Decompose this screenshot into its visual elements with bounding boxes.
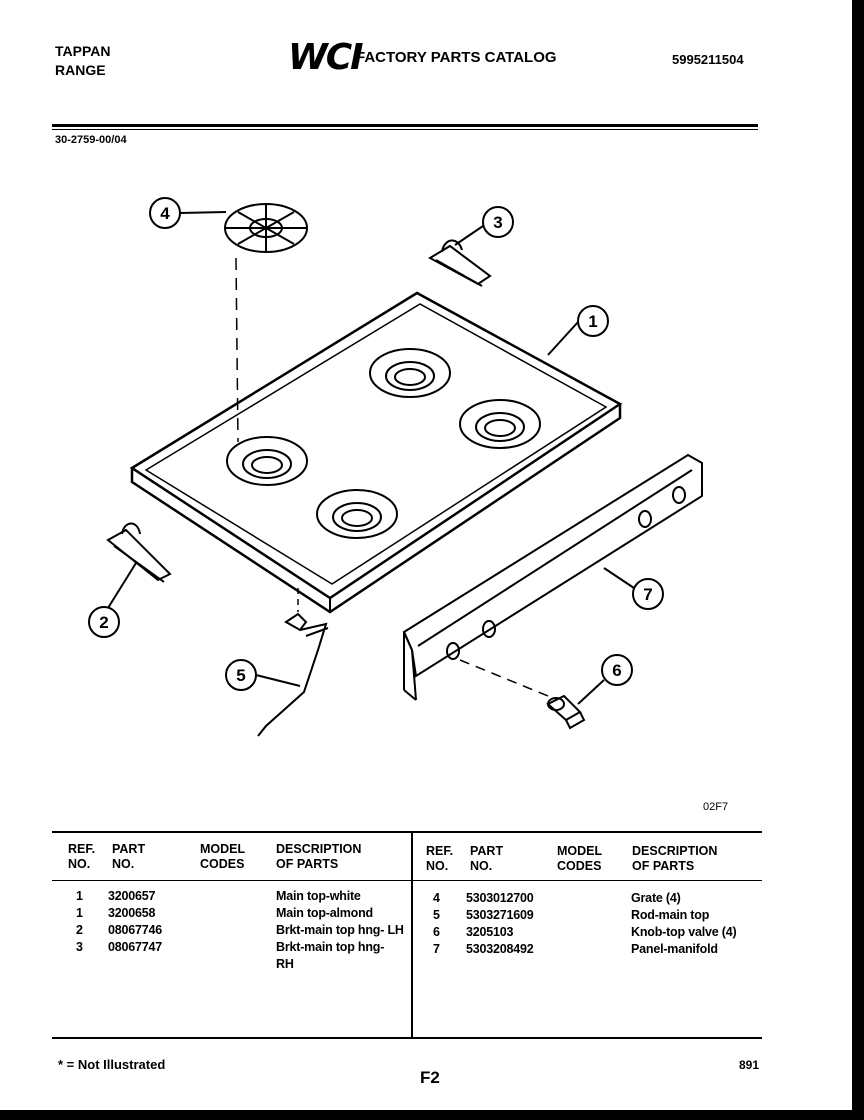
col-header-desc-right: DESCRIPTION OF PARTS — [632, 844, 718, 873]
col-header-ref: REF. NO. — [68, 842, 96, 871]
row-description: Rod-main top — [631, 908, 710, 922]
callout-4: 4 — [149, 197, 227, 229]
catalog-page: TAPPAN RANGE WCI FACTORY PARTS CATALOG 5… — [0, 0, 852, 1110]
svg-text:7: 7 — [643, 585, 652, 604]
manifold-panel-illustration — [402, 453, 703, 701]
figure-code: 02F7 — [703, 801, 728, 810]
col-header-part-right: PART NO. — [470, 844, 504, 873]
burner-front-right — [316, 489, 398, 539]
row-part-no: 3205103 — [466, 925, 514, 939]
row-part-no: 5303271609 — [466, 908, 534, 922]
row-ref: 6 — [433, 925, 440, 939]
row-description: Main top-white — [276, 889, 361, 903]
svg-text:1: 1 — [588, 312, 597, 331]
row-part-no: 08067747 — [108, 940, 163, 954]
row-ref: 1 — [76, 906, 83, 920]
callout-2: 2 — [88, 562, 137, 638]
header-rule — [52, 124, 758, 127]
page-number: F2 — [420, 1068, 440, 1087]
burner-front-left — [226, 436, 308, 486]
row-ref: 2 — [76, 923, 83, 937]
burner-back-left — [369, 348, 451, 398]
bracket-lh-illustration — [106, 522, 172, 583]
svg-text:3: 3 — [493, 213, 502, 232]
col-header-part: PART NO. — [112, 842, 146, 871]
row-description: Grate (4) — [631, 891, 681, 905]
row-description: Brkt-main top hng- — [276, 940, 385, 954]
table-header-rule — [52, 880, 762, 881]
catalog-number: 5995211504 — [672, 52, 744, 67]
callout-3: 3 — [454, 206, 514, 246]
col-header-model: MODEL CODES — [200, 842, 246, 871]
callout-1: 1 — [547, 305, 609, 356]
bracket-rh-illustration — [427, 239, 492, 287]
table-top-rule — [52, 831, 762, 833]
row-description: Main top-almond — [276, 906, 373, 920]
col-header-ref-right: REF. NO. — [426, 844, 454, 873]
row-description: Brkt-main top hng- LH — [276, 923, 404, 937]
svg-text:4: 4 — [160, 204, 170, 223]
knob-illustration — [546, 694, 586, 730]
row-part-no: 5303012700 — [466, 891, 534, 905]
row-description: Knob-top valve (4) — [631, 925, 737, 939]
row-part-no: 08067746 — [108, 923, 163, 937]
rod-illustration — [257, 588, 329, 737]
row-part-no: 3200657 — [108, 889, 156, 903]
row-ref: 5 — [433, 908, 440, 922]
callout-5: 5 — [225, 659, 301, 691]
col-header-model-right: MODEL CODES — [557, 844, 603, 873]
col-header-desc: DESCRIPTION OF PARTS — [276, 842, 362, 871]
product-type: RANGE — [55, 62, 106, 78]
not-illustrated-note: * = Not Illustrated — [58, 1057, 166, 1072]
wci-logo: WCI — [288, 37, 364, 78]
page-code: 30-2759-00/04 — [55, 134, 127, 146]
row-ref: 1 — [76, 889, 83, 903]
svg-text:6: 6 — [612, 661, 621, 680]
row-ref: 7 — [433, 942, 440, 956]
main-top-illustration — [129, 291, 623, 614]
row-part-no: 5303208492 — [466, 942, 534, 956]
grate-illustration — [224, 203, 308, 443]
exploded-parts-diagram: 1 2 3 4 5 6 7 — [88, 197, 728, 810]
svg-text:2: 2 — [99, 613, 108, 632]
row-description: Panel-manifold — [631, 942, 718, 956]
header-rule-thin — [52, 129, 758, 130]
row-ref: 4 — [433, 891, 440, 905]
table-divider — [411, 832, 413, 1038]
burner-back-right — [459, 399, 541, 449]
footer-code: 891 — [739, 1058, 760, 1072]
callout-6: 6 — [577, 654, 633, 705]
row-description: RH — [276, 957, 294, 971]
svg-text:5: 5 — [236, 666, 245, 685]
callout-7: 7 — [603, 567, 664, 610]
row-part-no: 3200658 — [108, 906, 156, 920]
table-bottom-rule — [52, 1037, 762, 1039]
catalog-title: FACTORY PARTS CATALOG — [356, 49, 557, 66]
row-ref: 3 — [76, 940, 83, 954]
brand-name: TAPPAN — [55, 43, 111, 59]
